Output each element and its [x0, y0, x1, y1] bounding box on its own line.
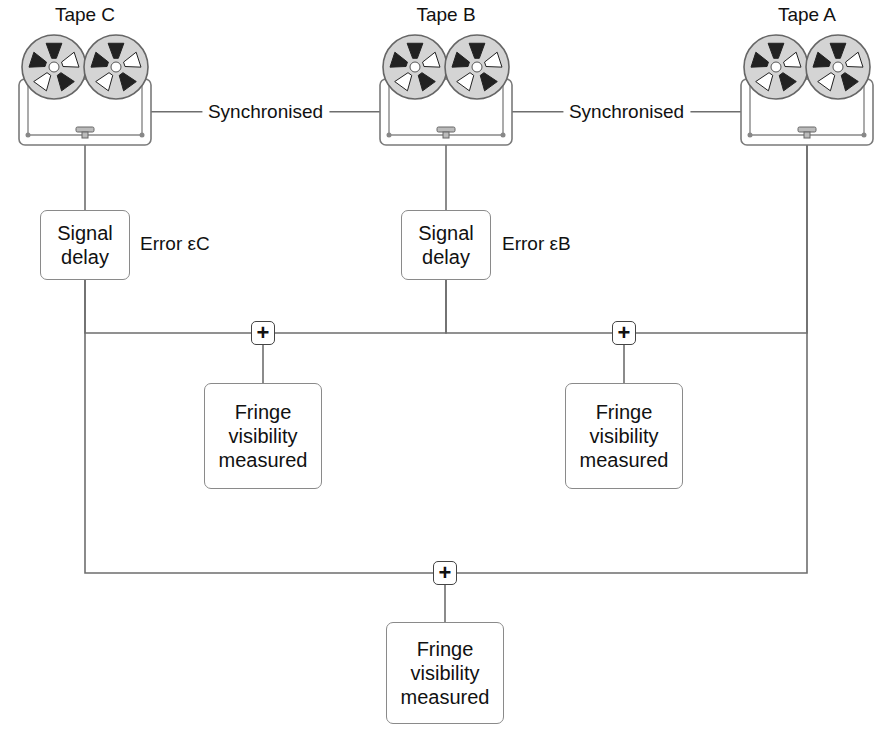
signal-line	[84, 145, 86, 210]
signal-line	[457, 145, 807, 573]
signal-line	[623, 345, 625, 383]
sync-label: Synchronised	[202, 101, 329, 123]
tape-recorder: Tape B	[379, 4, 513, 147]
error-label: Error εB	[502, 233, 571, 255]
tape-deck-icon	[740, 31, 874, 147]
node-text: Tape B	[416, 4, 475, 27]
tape-reel	[445, 35, 509, 99]
tape-head	[798, 127, 816, 132]
node-text: Signal delay	[49, 221, 121, 269]
output-box: Fringe visibility measured	[386, 622, 504, 724]
node-text: +	[618, 323, 631, 343]
node-text: Tape A	[778, 4, 836, 27]
node-text: +	[257, 323, 270, 343]
signal-line	[444, 585, 446, 622]
output-box: Fringe visibility measured	[565, 383, 683, 489]
signal-line	[275, 280, 446, 333]
signal-line	[445, 145, 447, 210]
tape-recorder: Tape A	[740, 4, 874, 147]
adder-symbol: +	[612, 321, 636, 345]
tape-deck-icon	[379, 31, 513, 147]
tape-head	[437, 127, 455, 132]
output-box: Fringe visibility measured	[204, 383, 322, 489]
signal-line	[262, 345, 264, 383]
node-text: Tape C	[55, 4, 115, 27]
signal-line	[636, 145, 807, 333]
node-text: Fringe visibility measured	[574, 400, 674, 472]
tape-reel	[806, 35, 870, 99]
delay-box: Signal delay	[401, 210, 491, 280]
node-text: Signal delay	[410, 221, 482, 269]
tape-recorder: Tape C	[18, 4, 152, 147]
adder-symbol: +	[433, 561, 457, 585]
signal-line	[446, 280, 612, 333]
tape-deck-icon	[18, 31, 152, 147]
node-text: Fringe visibility measured	[395, 637, 495, 709]
tape-reel	[383, 35, 447, 99]
tape-reel	[744, 35, 808, 99]
tape-head	[76, 127, 94, 132]
tape-reel	[84, 35, 148, 99]
node-text: Fringe visibility measured	[213, 400, 313, 472]
signal-line	[85, 280, 433, 573]
signal-line	[85, 280, 251, 333]
node-text: +	[439, 563, 452, 583]
delay-box: Signal delay	[40, 210, 130, 280]
tape-reel	[22, 35, 86, 99]
adder-symbol: +	[251, 321, 275, 345]
error-label: Error εC	[140, 233, 210, 255]
sync-label: Synchronised	[563, 101, 690, 123]
